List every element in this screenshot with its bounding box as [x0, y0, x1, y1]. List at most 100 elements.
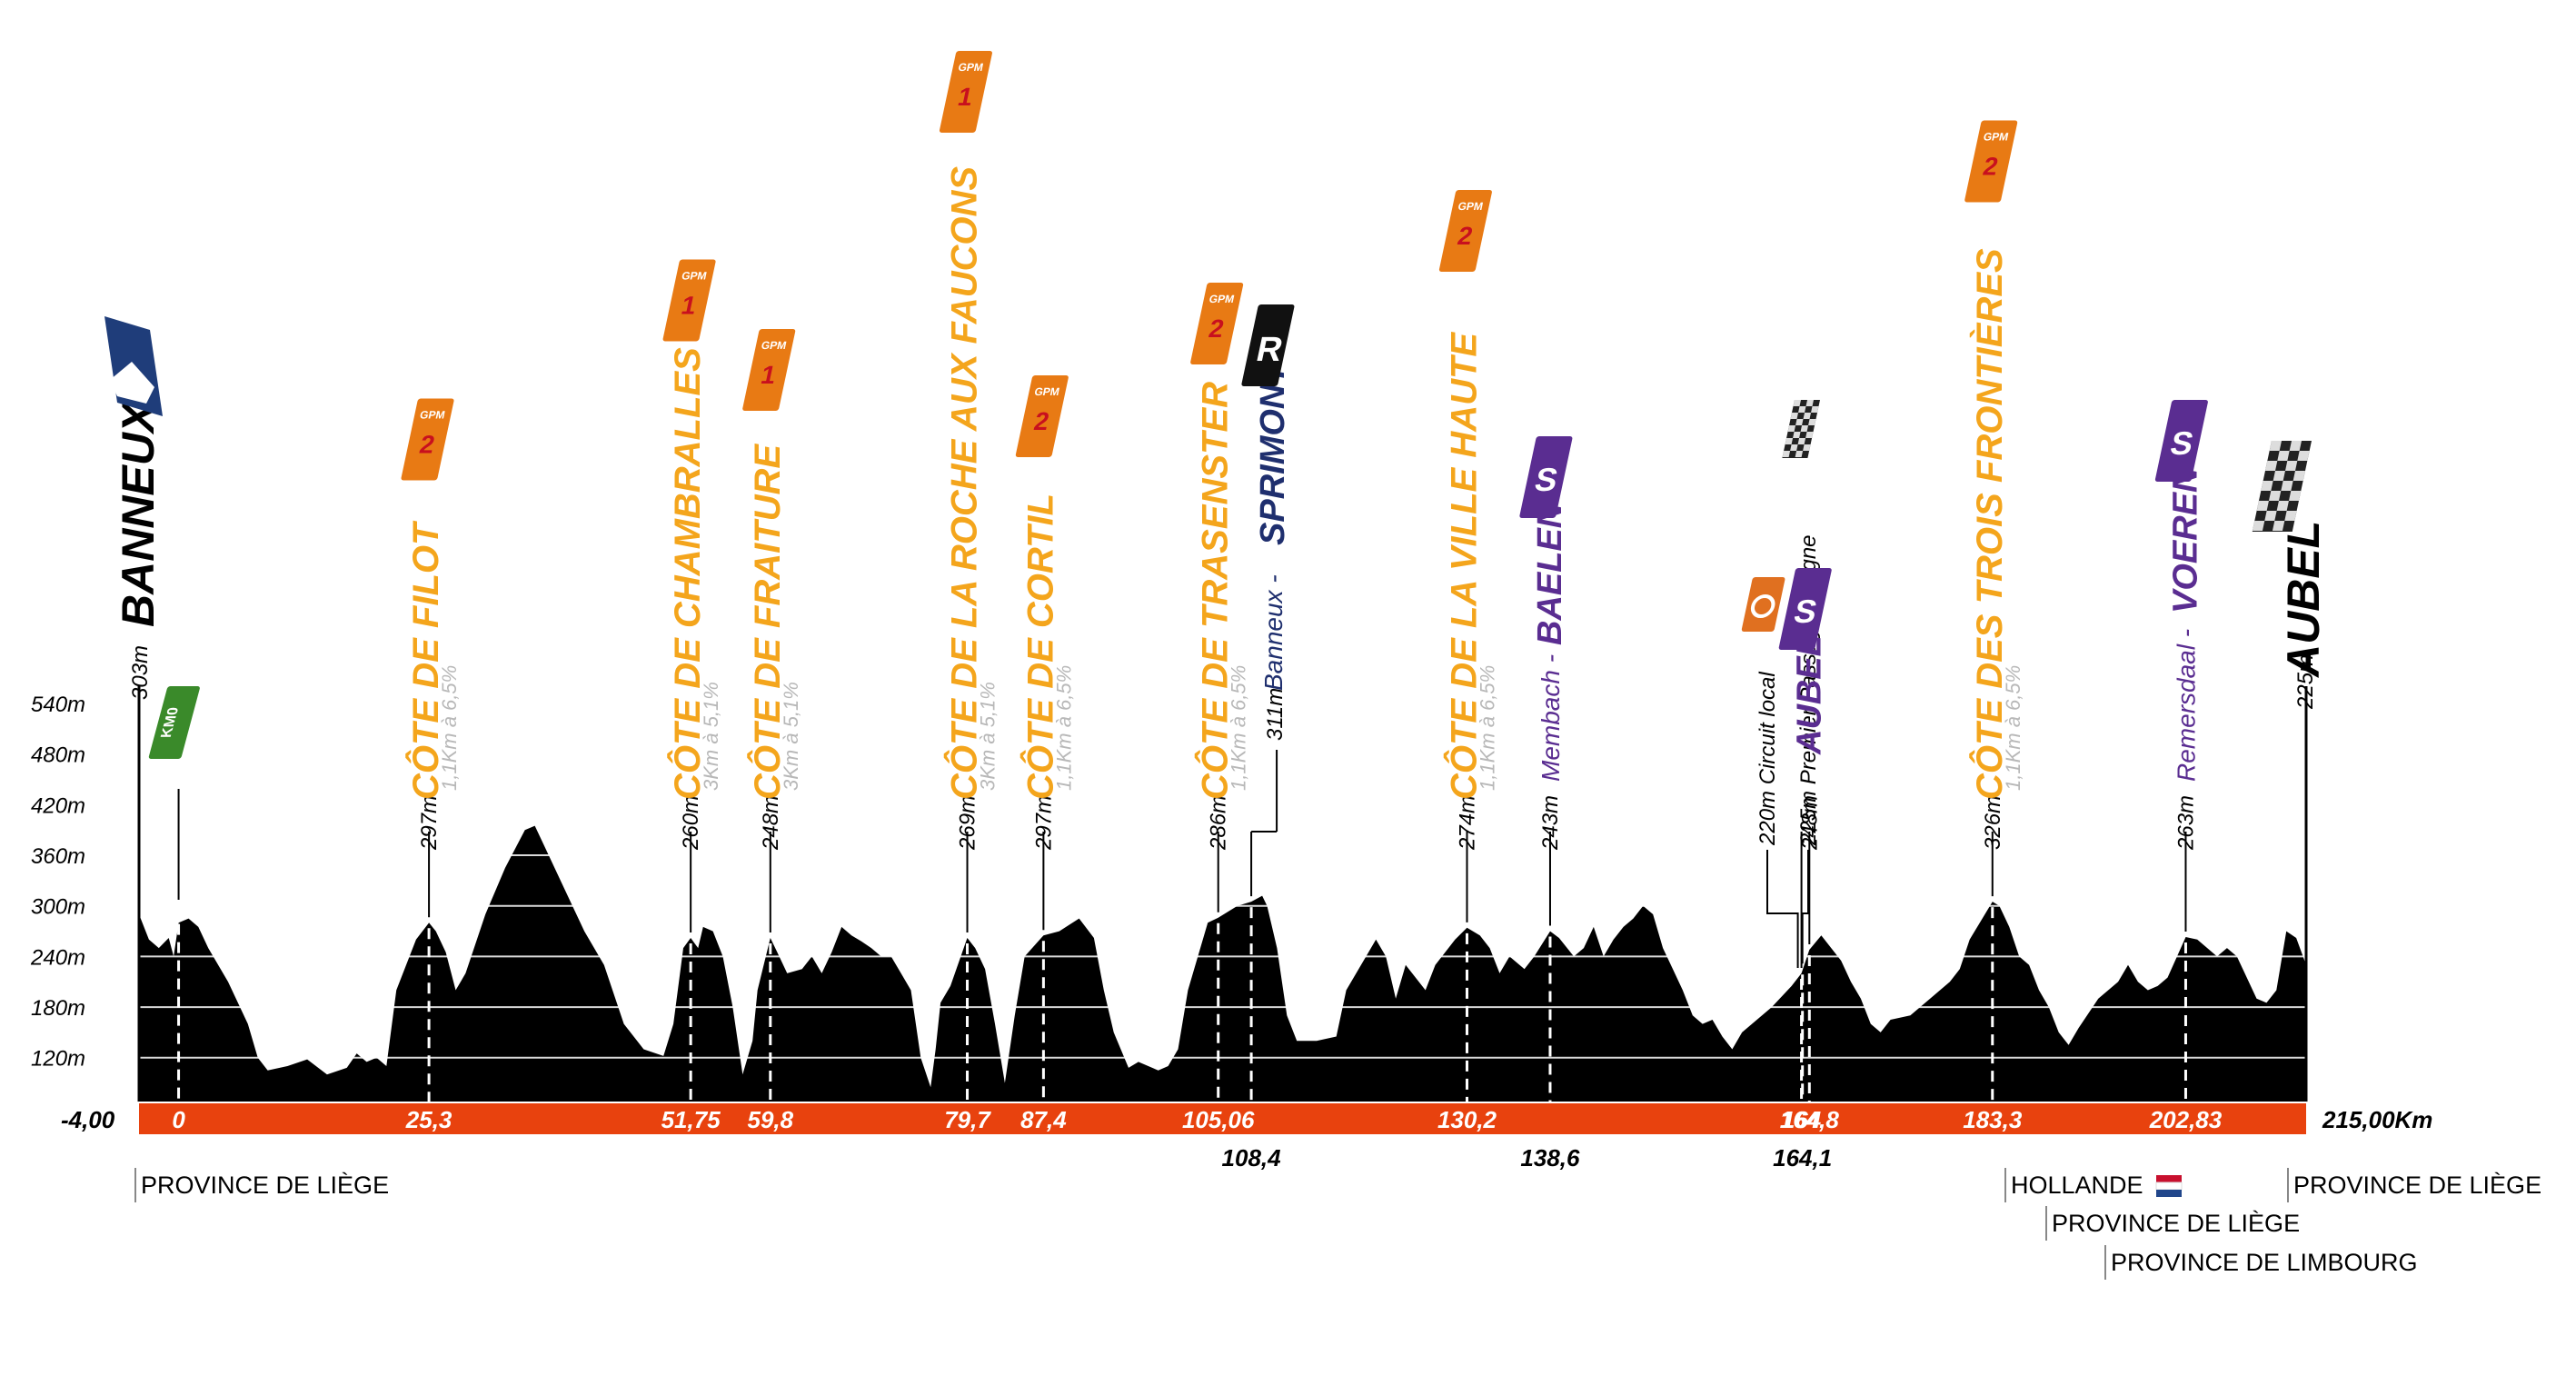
- sprint-flag-icon: S: [2154, 400, 2208, 482]
- climb-name: CÔTE DE FRAITURE: [746, 444, 788, 800]
- climb-detail: 1,1Km à 6,5%: [438, 665, 461, 791]
- gpm-flag-body: [401, 398, 454, 481]
- checkered-flag-square: [2264, 511, 2277, 521]
- checkered-flag-square: [2297, 451, 2310, 461]
- gpm-flag-text: GPM: [419, 409, 446, 422]
- checkered-flag-square: [1803, 444, 1811, 451]
- circuit-flag-body: [1741, 577, 1785, 632]
- km-label-bottom: 138,6: [1520, 1144, 1580, 1172]
- point-name: SPRIMONT: [1254, 361, 1292, 545]
- gpm-flag-text: GPM: [681, 270, 708, 283]
- checkered-flag-icon: [2252, 441, 2312, 532]
- point-altitude: 303m: [128, 645, 153, 700]
- km-label-bottom: 164,1: [1773, 1144, 1832, 1172]
- point-altitude: 260m: [679, 795, 703, 851]
- gpm-flag-number: 2: [1455, 221, 1475, 250]
- checkered-flag-square: [1790, 413, 1799, 419]
- gpm-flag-text: GPM: [1982, 131, 2009, 144]
- checkered-flag-square: [1797, 438, 1806, 444]
- gpm-flag-body: [1190, 283, 1244, 364]
- point-name: BAELEN: [1531, 502, 1569, 645]
- point-altitude: 297m: [417, 795, 442, 851]
- km-label: 130,2: [1437, 1106, 1497, 1133]
- circuit-flag-icon: [1741, 577, 1785, 632]
- y-tick-label: 540m: [31, 693, 85, 717]
- gpm-flag-text: GPM: [1033, 385, 1060, 398]
- checkered-flag-square: [2281, 481, 2293, 491]
- checkered-flag-square: [1795, 451, 1804, 457]
- climb-name: CÔTE DE LA ROCHE AUX FAUCONS: [943, 166, 985, 800]
- netherlands-flag-blue: [2156, 1190, 2182, 1197]
- ravito-flag-body: [1241, 304, 1295, 386]
- gpm-flag-number: 2: [1207, 314, 1227, 343]
- km-label: 105,06: [1182, 1106, 1255, 1133]
- y-tick-label: 120m: [31, 1047, 85, 1072]
- region-label: PROVINCE DE LIMBOURG: [2104, 1245, 2418, 1280]
- start-flag-icon: [104, 316, 163, 416]
- netherlands-flag-white: [2155, 1182, 2183, 1191]
- climb-detail: 1,1Km à 6,5%: [2002, 665, 2024, 791]
- route-point: KM0: [148, 686, 200, 1102]
- checkered-flag-square: [2284, 511, 2297, 521]
- km-label-bottom: 108,4: [1222, 1144, 1282, 1172]
- gpm-flag-body: [1438, 190, 1492, 272]
- checkered-flag-square: [1808, 419, 1816, 425]
- checkered-flag-square: [1787, 425, 1796, 432]
- region-text: PROVINCE DE LIÈGE: [141, 1172, 389, 1199]
- checkered-flag-square: [2276, 501, 2289, 511]
- climb-detail: 3Km à 5,1%: [780, 682, 802, 791]
- km-label: 164: [1782, 1106, 1822, 1133]
- start-flag-house: [110, 362, 154, 404]
- point-altitude: 286m: [1207, 795, 1231, 851]
- point-origin: Membach -: [1537, 654, 1565, 782]
- checkered-flag-square: [2293, 471, 2305, 481]
- netherlands-flag-red: [2156, 1175, 2182, 1182]
- checkered-flag-square: [2273, 471, 2285, 481]
- point-altitude: 269m: [956, 795, 980, 851]
- km-label: 87,4: [1020, 1106, 1067, 1133]
- point-altitude: 326m: [1981, 795, 2005, 850]
- checkered-flag-square: [1790, 444, 1798, 451]
- y-tick-label: 180m: [31, 996, 85, 1021]
- km-label: 51,75: [661, 1106, 721, 1133]
- region-label: PROVINCE DE LIÈGE: [2045, 1206, 2300, 1241]
- km-label: 79,7: [944, 1106, 991, 1133]
- kilometre-bar: [139, 1103, 2306, 1134]
- point-altitude: 225m: [2293, 654, 2318, 710]
- km-label: 202,83: [2149, 1106, 2223, 1133]
- checkered-flag-square: [1793, 432, 1801, 438]
- region-label: PROVINCE DE LIÈGE: [2287, 1168, 2541, 1202]
- km-label: 164,8: [1780, 1106, 1840, 1133]
- gpm-flag-body: [742, 329, 796, 411]
- checkered-flag-square: [2261, 481, 2273, 491]
- point-altitude: 263m: [2173, 795, 2198, 851]
- point-name: AUBEL: [1790, 635, 1828, 755]
- point-name: BANNEUX: [113, 400, 164, 627]
- point-origin: Remersdaal -: [2172, 629, 2200, 782]
- point-altitude: 248m: [1797, 795, 1822, 851]
- km-label: 25,3: [405, 1106, 453, 1133]
- elevation-profile-area: [139, 825, 2306, 1102]
- climb-name: CÔTE DE LA VILLE HAUTE: [1442, 332, 1484, 800]
- sprint-flag-icon: S: [1519, 436, 1573, 518]
- climb-name: CÔTE DE CORTIL: [1019, 494, 1060, 800]
- checkered-flag-square: [2264, 461, 2278, 471]
- km-zero-flag-icon: KM0: [148, 686, 200, 759]
- checkered-flag-square: [1811, 406, 1819, 413]
- grid-lines-over-profile: [139, 854, 2306, 1059]
- climb-name: CÔTE DE FILOT: [404, 520, 446, 800]
